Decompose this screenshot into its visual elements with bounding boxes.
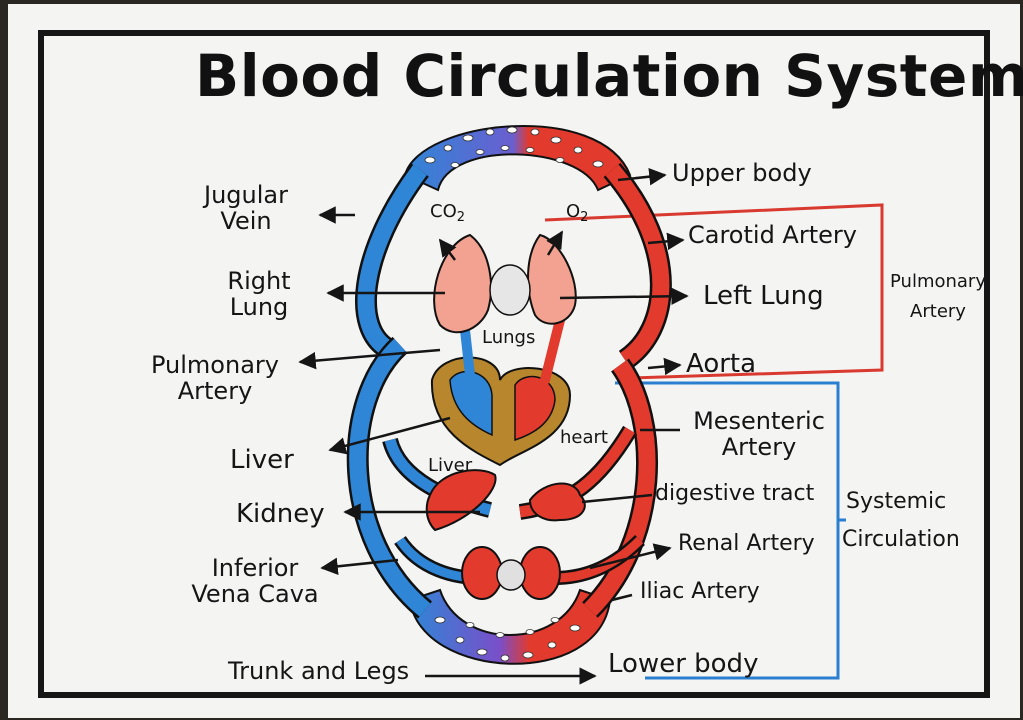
label-systemic-circulation-line2: Circulation — [842, 527, 960, 553]
label-systemic-circulation-line1: Systemic — [846, 489, 947, 514]
label-inferior-vena-cava: Inferior Vena Cava — [190, 555, 320, 608]
label-co2: CO2 — [430, 202, 465, 225]
drawing-frame — [38, 30, 990, 698]
label-aorta: Aorta — [686, 349, 757, 379]
label-pulmonary-artery-bracket-line2: Artery — [910, 300, 966, 322]
kidney-left-shape — [461, 546, 503, 600]
bladder-shape — [496, 559, 526, 591]
label-iliac-artery: Iliac Artery — [640, 579, 760, 604]
label-pulmonary-artery-bracket-line1: Pulmonary — [890, 271, 986, 292]
label-inferior-vena-cava-line1: Inferior — [211, 554, 299, 582]
label-left-lung: Left Lung — [703, 281, 824, 311]
label-pulmonary-artery-left-line2: Artery — [177, 377, 253, 406]
left-lung-shape — [527, 233, 577, 325]
digestive-tract-shape — [528, 482, 586, 522]
pulmonary-vein — [540, 315, 565, 385]
label-systemic-circulation: Systemic Circulation — [842, 489, 960, 552]
label-jugular-vein: Jugular Vein — [196, 182, 296, 235]
upper-capillary-bed — [403, 125, 632, 192]
label-renal-artery: Renal Artery — [678, 531, 815, 556]
label-mesenteric-artery-line1: Mesenteric — [693, 407, 825, 435]
label-jugular-vein-line2: Vein — [220, 207, 272, 236]
paper-sheet — [8, 4, 1020, 718]
label-right-lung-line2: Lung — [229, 293, 289, 322]
label-upper-body: Upper body — [672, 159, 812, 187]
label-pulmonary-artery-bracket: Pulmonary Artery — [886, 272, 990, 322]
right-lung-shape — [433, 233, 492, 334]
pulmonary-bracket — [544, 203, 884, 380]
trachea-dots — [489, 264, 531, 316]
capillary-dots — [424, 126, 604, 662]
label-right-lung: Right Lung — [214, 268, 304, 321]
label-pulmonary-artery-left-line1: Pulmonary — [151, 351, 279, 379]
label-liver-inner: Liver — [428, 455, 473, 476]
label-co2-main: CO — [430, 201, 457, 222]
heart-right-side — [449, 370, 493, 437]
label-inferior-vena-cava-line2: Vena Cava — [191, 580, 319, 609]
pulmonary-trunk — [460, 325, 475, 380]
label-right-lung-line1: Right — [227, 267, 291, 295]
label-heart-inner: heart — [560, 427, 608, 448]
label-trunk-and-legs: Trunk and Legs — [228, 657, 410, 685]
label-mesenteric-artery-line2: Artery — [721, 433, 797, 462]
label-lungs-inner: Lungs — [482, 327, 536, 348]
label-carotid-artery: Carotid Artery — [688, 221, 857, 249]
label-liver: Liver — [230, 445, 294, 475]
label-digestive-tract: digestive tract — [655, 481, 815, 506]
label-co2-sub: 2 — [456, 210, 466, 225]
label-o2: O2 — [566, 202, 588, 225]
label-o2-main: O — [566, 201, 581, 222]
label-jugular-vein-line1: Jugular — [204, 181, 288, 209]
kidney-right-shape — [519, 546, 561, 600]
label-lower-body: Lower body — [608, 649, 759, 679]
label-o2-sub: 2 — [580, 210, 589, 225]
heart-left-side — [514, 375, 556, 442]
pointer-arrows — [298, 167, 689, 685]
label-kidney: Kidney — [236, 499, 325, 529]
systemic-bracket — [615, 381, 840, 680]
label-mesenteric-artery: Mesenteric Artery — [684, 408, 834, 461]
label-pulmonary-artery-left: Pulmonary Artery — [140, 352, 290, 405]
liver-shape — [425, 469, 497, 532]
page-title: Blood Circulation System — [195, 42, 1023, 110]
